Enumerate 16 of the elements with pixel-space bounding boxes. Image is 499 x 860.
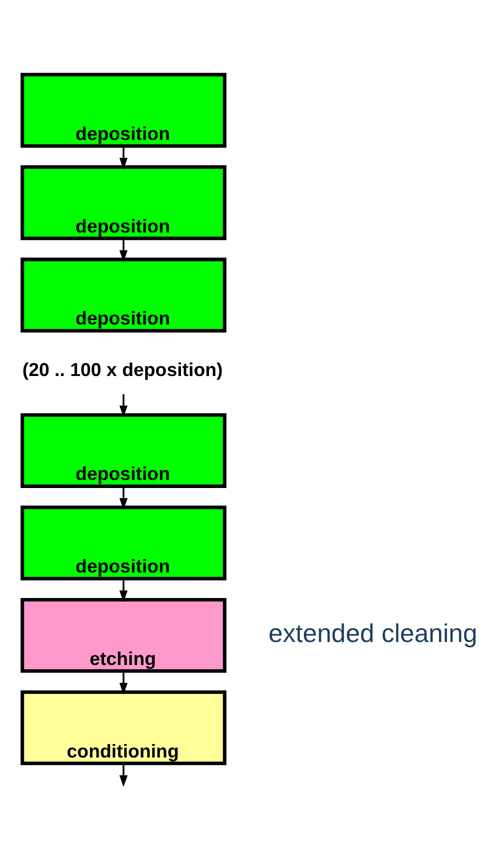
node-box: deposition [20, 413, 226, 488]
arrow [119, 238, 128, 262]
label: extended cleaning [268, 620, 478, 648]
node-box: etching [20, 598, 226, 673]
node-box: deposition [20, 258, 226, 333]
arrow [119, 486, 128, 510]
arrow [119, 671, 128, 695]
arrow [119, 763, 128, 788]
node-box: deposition [20, 72, 226, 148]
node-box: deposition [20, 165, 226, 240]
arrow [119, 394, 128, 418]
arrow [119, 578, 128, 602]
arrow [119, 146, 128, 170]
node-text: (20 .. 100 x deposition) [22, 359, 223, 380]
node-box: deposition [20, 506, 226, 580]
node-box: conditioning [20, 690, 226, 766]
